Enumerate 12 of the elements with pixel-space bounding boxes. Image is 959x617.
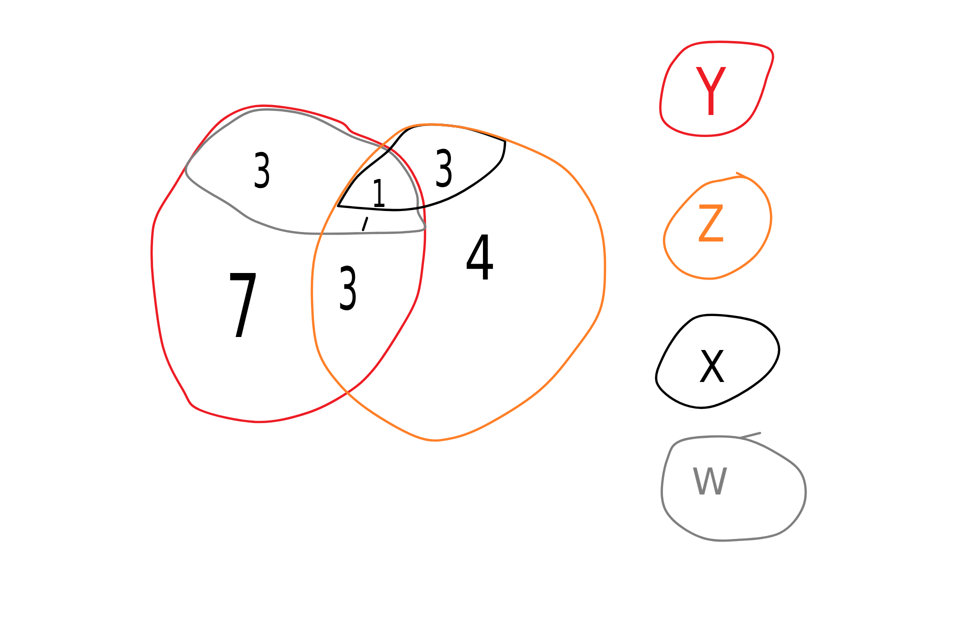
region-count: 1 (374, 179, 384, 207)
region-count: 4 (466, 234, 493, 280)
region-count: 3 (254, 152, 270, 188)
legend-label: Z (698, 204, 724, 242)
region-count: 3 (340, 266, 356, 310)
region-count: 7 (230, 273, 256, 337)
venn-lens (336, 123, 506, 212)
legend-label: X (700, 350, 724, 382)
legend-label: W (692, 468, 728, 494)
legend-label: Y (696, 67, 726, 115)
venn-dome (184, 108, 426, 235)
region-count: 3 (436, 148, 452, 188)
